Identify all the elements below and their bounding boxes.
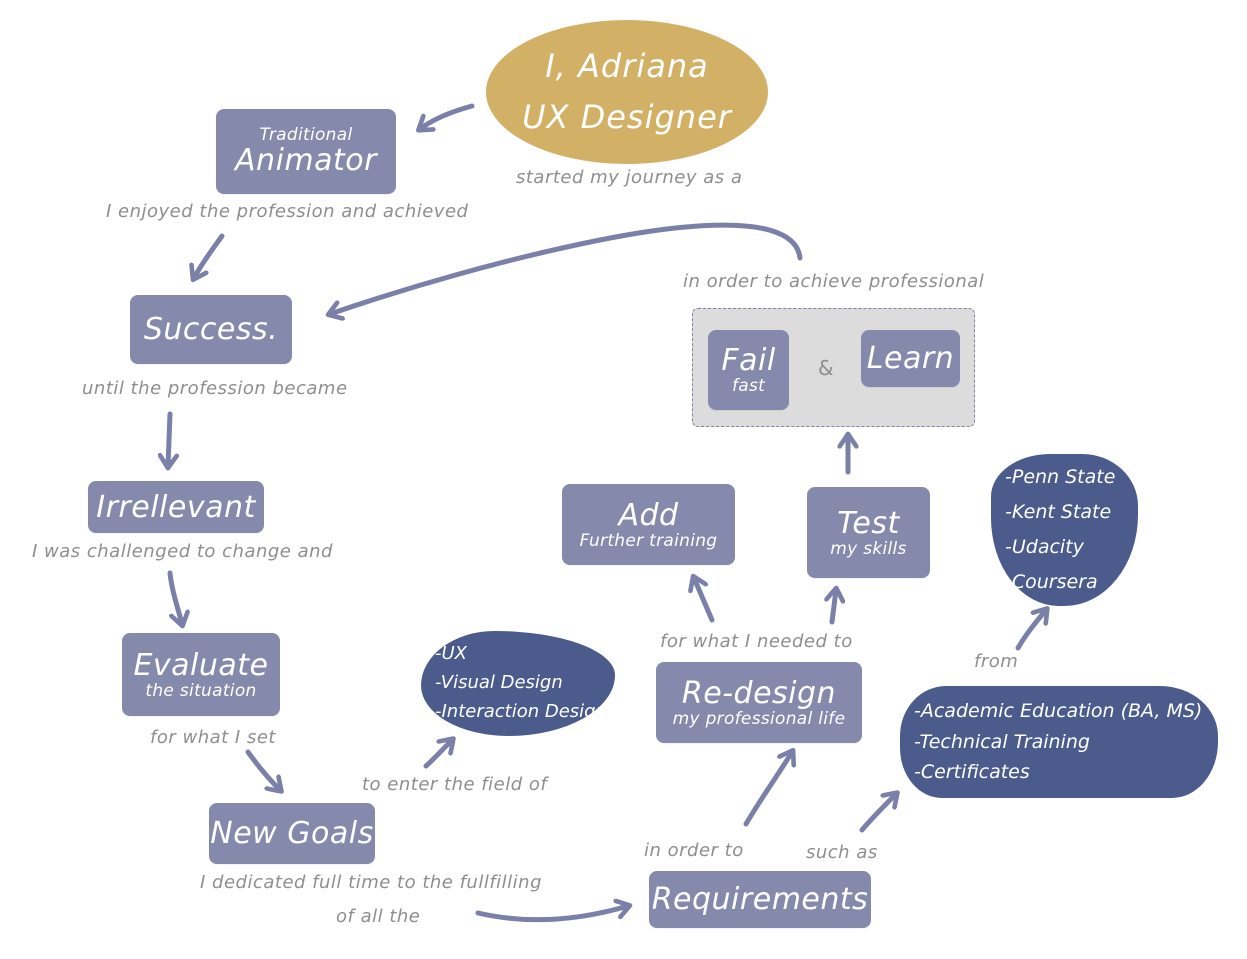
node-evaluate: Evaluate the situation (122, 633, 280, 716)
node-test-main: Test (837, 505, 900, 541)
node-animator: Traditional Animator (216, 109, 396, 194)
node-fail-sub: fast (731, 376, 766, 397)
intro-name: I, Adriana (545, 46, 709, 85)
label-achieve: in order to achieve professional (683, 271, 985, 292)
node-animator-main: Animator (235, 143, 377, 179)
label-for-what-set: for what I set (150, 727, 276, 748)
node-evaluate-main: Evaluate (133, 647, 269, 683)
node-learn-main: Learn (866, 341, 955, 376)
arrow-to-requirements-list (859, 794, 896, 833)
blob-requirements-list: -Academic Education (BA, MS) -Technical … (900, 686, 1218, 798)
intro-oval: I, Adriana UX Designer (486, 20, 768, 164)
label-challenged: I was challenged to change and (32, 541, 333, 562)
label-until: until the profession became (82, 378, 348, 399)
node-fail-main: Fail (721, 343, 776, 379)
ampersand: & (818, 356, 834, 380)
blob-schools: -Penn State -Kent State -Udacity -Course… (991, 454, 1138, 606)
blob-fields-item: -Visual Design (435, 672, 563, 694)
node-irrelevant-main: Irrellevant (96, 489, 256, 525)
node-requirements: Requirements (649, 871, 871, 928)
arrow-redesign-loop-to-success (330, 222, 803, 314)
node-new-goals: New Goals (209, 803, 375, 864)
blob-fields-item: -UX (435, 643, 468, 665)
node-add-main: Add (618, 497, 679, 533)
blob-requirements-item: -Certificates (914, 761, 1030, 784)
arrow-to-add (694, 578, 715, 623)
arrow-to-requirements (475, 906, 628, 923)
blob-schools-item: -Penn State (1005, 465, 1116, 488)
node-redesign-main: Re-design (681, 675, 837, 711)
blob-schools-item: -Coursera (1005, 571, 1098, 594)
arrow-success-to-irrelevant (168, 411, 170, 466)
node-evaluate-sub: the situation (145, 680, 257, 701)
arrow-to-fields (423, 740, 452, 769)
label-from: from (974, 651, 1019, 672)
node-add-sub: Further training (579, 530, 718, 551)
label-for-what-needed: for what I needed to (660, 631, 853, 652)
blob-fields: -UX -Visual Design -Interaction Design (421, 631, 615, 736)
node-success-main: Success. (143, 312, 279, 347)
intro-role: UX Designer (522, 98, 732, 136)
blob-requirements-item: -Technical Training (914, 730, 1090, 753)
label-such-as: such as (806, 842, 878, 863)
arrow-to-redesign (743, 752, 792, 827)
label-enjoyed: I enjoyed the profession and achieved (106, 201, 469, 222)
blob-schools-item: -Udacity (1005, 536, 1084, 558)
node-test-sub: my skills (830, 538, 907, 559)
node-requirements-main: Requirements (651, 882, 869, 917)
node-redesign: Re-design my professional life (656, 662, 862, 743)
node-learn: Learn (861, 330, 960, 387)
label-enter-field: to enter the field of (362, 774, 548, 795)
arrow-to-test (832, 590, 836, 625)
node-test: Test my skills (807, 487, 930, 578)
label-started: started my journey as a (516, 167, 743, 188)
arrow-animator-to-success (194, 233, 225, 278)
label-in-order-to: in order to (644, 840, 744, 861)
node-fail: Fail fast (708, 330, 789, 410)
blob-schools-item: -Kent State (1005, 500, 1112, 523)
node-redesign-sub: my professional life (672, 708, 846, 729)
arrow-oval-to-animator (420, 103, 475, 129)
node-new-goals-main: New Goals (210, 816, 374, 851)
arrow-evaluate-to-newgoals (245, 749, 280, 790)
node-add: Add Further training (562, 484, 735, 565)
label-dedicated-2: of all the (336, 906, 421, 927)
blob-fields-item: -Interaction Design (435, 700, 608, 722)
label-dedicated-1: I dedicated full time to the fullfilling (200, 872, 542, 893)
node-irrelevant: Irrellevant (88, 481, 264, 533)
node-success: Success. (130, 295, 292, 364)
node-animator-top: Traditional (259, 124, 353, 145)
arrow-to-schools (1015, 610, 1046, 651)
arrow-irrelevant-to-evaluate (167, 570, 182, 624)
blob-requirements-item: -Academic Education (BA, MS) (914, 700, 1203, 723)
